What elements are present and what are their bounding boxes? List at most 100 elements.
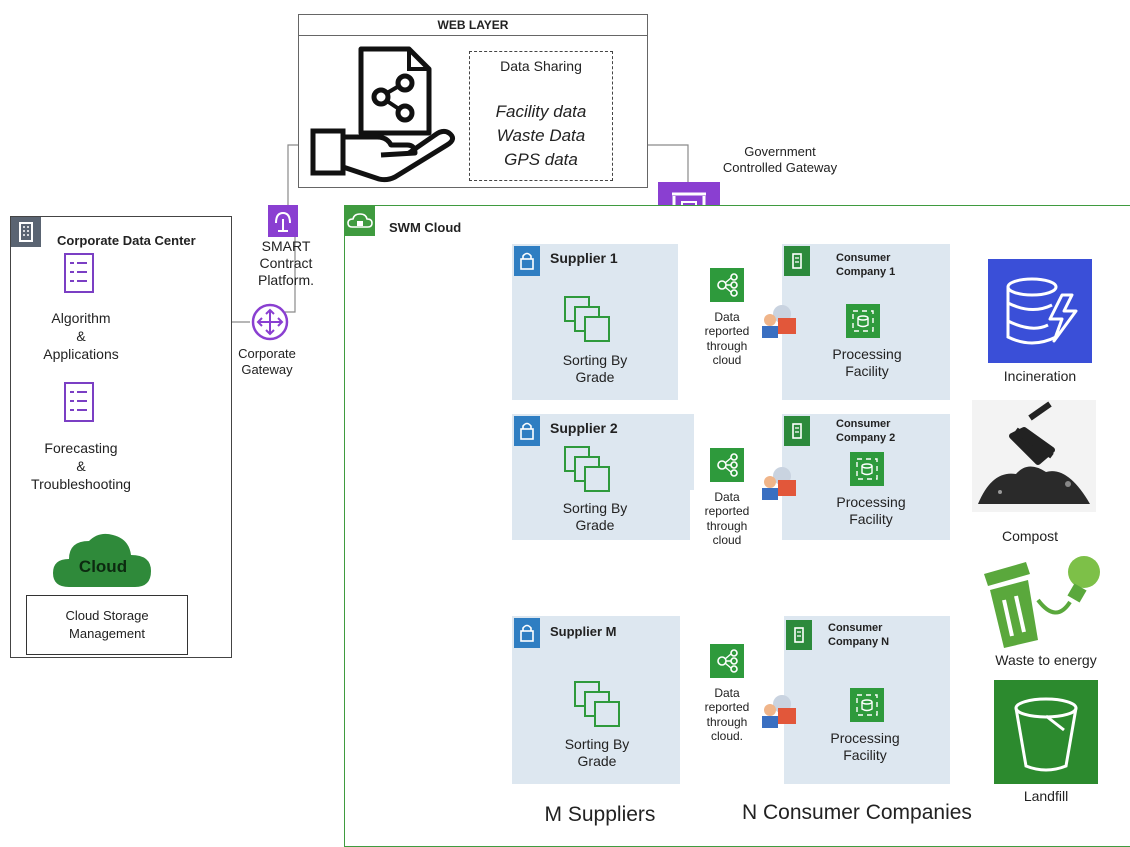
storage-line2: Management bbox=[69, 626, 145, 641]
consumer-2-line2: Company 2 bbox=[836, 431, 896, 444]
data-note-1-line1: Data bbox=[714, 310, 740, 324]
data-note-m-line2: reported bbox=[704, 700, 750, 715]
user-reporting-2-icon bbox=[762, 467, 796, 500]
data-share-m-icon bbox=[710, 644, 744, 678]
data-note-m-line1: Data bbox=[714, 686, 740, 700]
consumer-1-badge-icon bbox=[784, 246, 810, 276]
forecasting-line3: Troubleshooting bbox=[31, 476, 131, 493]
processing-n-line1: Processing bbox=[830, 730, 900, 746]
processing-2-label: Processing Facility bbox=[816, 494, 926, 528]
smart-line3: Platform. bbox=[257, 271, 314, 288]
data-note-m: Data reported through cloud. bbox=[690, 686, 764, 744]
data-note-2-line2: reported bbox=[704, 504, 750, 519]
incineration-label: Incineration bbox=[1003, 368, 1077, 384]
cloud-icon bbox=[53, 533, 151, 587]
smart-line2: Contract bbox=[259, 254, 313, 271]
corporate-gateway-line2: Gateway bbox=[241, 361, 293, 377]
supplier-1-lock-icon bbox=[514, 246, 540, 276]
processing-n-icon bbox=[850, 688, 884, 722]
landfill-label: Landfill bbox=[1023, 788, 1069, 804]
sorting-1-label: Sorting By Grade bbox=[545, 352, 645, 386]
waste-to-energy-label: Waste to energy bbox=[995, 652, 1097, 668]
data-note-2: Data reported through cloud bbox=[690, 490, 764, 548]
sorting-2-label: Sorting By Grade bbox=[545, 500, 645, 534]
waste-data-item: Waste Data bbox=[496, 126, 586, 145]
corporate-gateway-icon[interactable] bbox=[250, 302, 290, 342]
building-icon bbox=[11, 217, 41, 247]
consumer-n-line1: Consumer bbox=[828, 622, 883, 634]
waste-to-energy-icon bbox=[984, 556, 1100, 648]
data-note-2-line3: through bbox=[706, 518, 748, 533]
sorting-2-line2: Grade bbox=[575, 516, 615, 533]
n-consumer-companies-label: N Consumer Companies bbox=[742, 801, 972, 824]
incineration-tile bbox=[988, 259, 1092, 363]
data-note-1-line2: reported bbox=[704, 324, 750, 339]
data-note-1: Data reported through cloud bbox=[690, 310, 764, 368]
consumer-2-line1: Consumer bbox=[836, 418, 891, 430]
government-gateway-label: Government Controlled Gateway bbox=[700, 144, 860, 175]
forecasting-doc-icon bbox=[64, 382, 94, 422]
swm-cloud-title: SWM Cloud bbox=[389, 220, 462, 235]
data-share-2-icon bbox=[710, 448, 744, 482]
web-layer-panel: WEB LAYER Data Sharing Facility data Was… bbox=[298, 14, 648, 188]
user-reporting-m-icon bbox=[762, 695, 796, 728]
sorting-m-line1: Sorting By bbox=[564, 736, 630, 752]
sorting-m-line2: Grade bbox=[577, 752, 617, 769]
processing-n-line2: Facility bbox=[843, 746, 887, 763]
consumer-1-line2: Company 1 bbox=[836, 265, 896, 278]
processing-1-line1: Processing bbox=[832, 346, 902, 362]
data-sharing-box: Data Sharing Facility data Waste Data GP… bbox=[469, 51, 613, 181]
algorithm-doc-icon bbox=[64, 253, 94, 293]
processing-2-line1: Processing bbox=[836, 494, 906, 510]
database-bolt-icon bbox=[1006, 277, 1078, 345]
forecasting-label: Forecasting & Troubleshooting bbox=[11, 439, 151, 494]
consumer-2-badge-icon bbox=[784, 416, 810, 446]
processing-n-label: Processing Facility bbox=[810, 730, 920, 764]
user-reporting-1-icon bbox=[762, 305, 796, 338]
data-note-1-line3: through bbox=[706, 338, 748, 353]
corporate-data-center-panel: Corporate Data Center Algorithm & Applic… bbox=[10, 216, 232, 658]
government-gateway-line2: Controlled Gateway bbox=[722, 159, 838, 175]
hand-giving-icon bbox=[310, 128, 455, 183]
corporate-data-center-title: Corporate Data Center bbox=[57, 233, 196, 248]
compost-label: Compost bbox=[1001, 528, 1059, 544]
smart-line1: SMART bbox=[261, 238, 311, 254]
storage-line1: Cloud Storage bbox=[65, 608, 149, 624]
sorting-m-label: Sorting By Grade bbox=[547, 736, 647, 770]
data-note-2-line1: Data bbox=[714, 490, 740, 504]
consumer-2-title: Consumer Company 2 bbox=[836, 418, 895, 446]
processing-1-icon bbox=[846, 304, 880, 338]
algorithm-line2: & bbox=[76, 328, 86, 345]
smart-to-corp-line bbox=[285, 225, 296, 313]
consumer-n-line2: Company N bbox=[828, 635, 890, 648]
data-note-2-line4: cloud bbox=[712, 533, 742, 548]
cloud-label: Cloud bbox=[78, 557, 128, 576]
landfill-tile bbox=[994, 680, 1098, 784]
supplier-m-lock-icon bbox=[514, 618, 540, 648]
web-layer-title: WEB LAYER bbox=[299, 15, 647, 36]
supplier-2-lock-icon bbox=[514, 416, 540, 446]
m-suppliers-label: M Suppliers bbox=[544, 803, 656, 826]
consumer-n-badge-icon bbox=[786, 620, 812, 650]
cloud-storage-management-box: Cloud Storage Management bbox=[26, 595, 188, 655]
consumer-1-title: Consumer Company 1 bbox=[836, 252, 895, 280]
data-note-1-line4: cloud bbox=[712, 353, 742, 368]
smart-contract-label: SMART Contract Platform. bbox=[240, 238, 332, 288]
supplier-1-title: Supplier 1 bbox=[550, 250, 618, 266]
data-note-m-line3: through bbox=[706, 714, 748, 729]
corporate-gateway-label: Corporate Gateway bbox=[222, 346, 312, 377]
sorting-1-line1: Sorting By bbox=[562, 352, 628, 368]
forecasting-line1: Forecasting bbox=[44, 440, 118, 456]
consumer-1-line1: Consumer bbox=[836, 252, 891, 264]
sorting-2-icon bbox=[564, 446, 610, 492]
smart-contract-icon[interactable] bbox=[268, 205, 298, 237]
consumer-n-title: Consumer Company N bbox=[828, 622, 889, 650]
algorithm-label: Algorithm & Applications bbox=[11, 309, 151, 364]
sorting-1-icon bbox=[564, 296, 610, 342]
supplier-m-title: Supplier M bbox=[550, 624, 617, 639]
gps-data-item: GPS data bbox=[504, 150, 578, 169]
algorithm-line3: Applications bbox=[43, 346, 119, 363]
processing-2-icon bbox=[850, 452, 884, 486]
sorting-2-line1: Sorting By bbox=[562, 500, 628, 516]
data-sharing-title: Data Sharing bbox=[500, 58, 582, 74]
